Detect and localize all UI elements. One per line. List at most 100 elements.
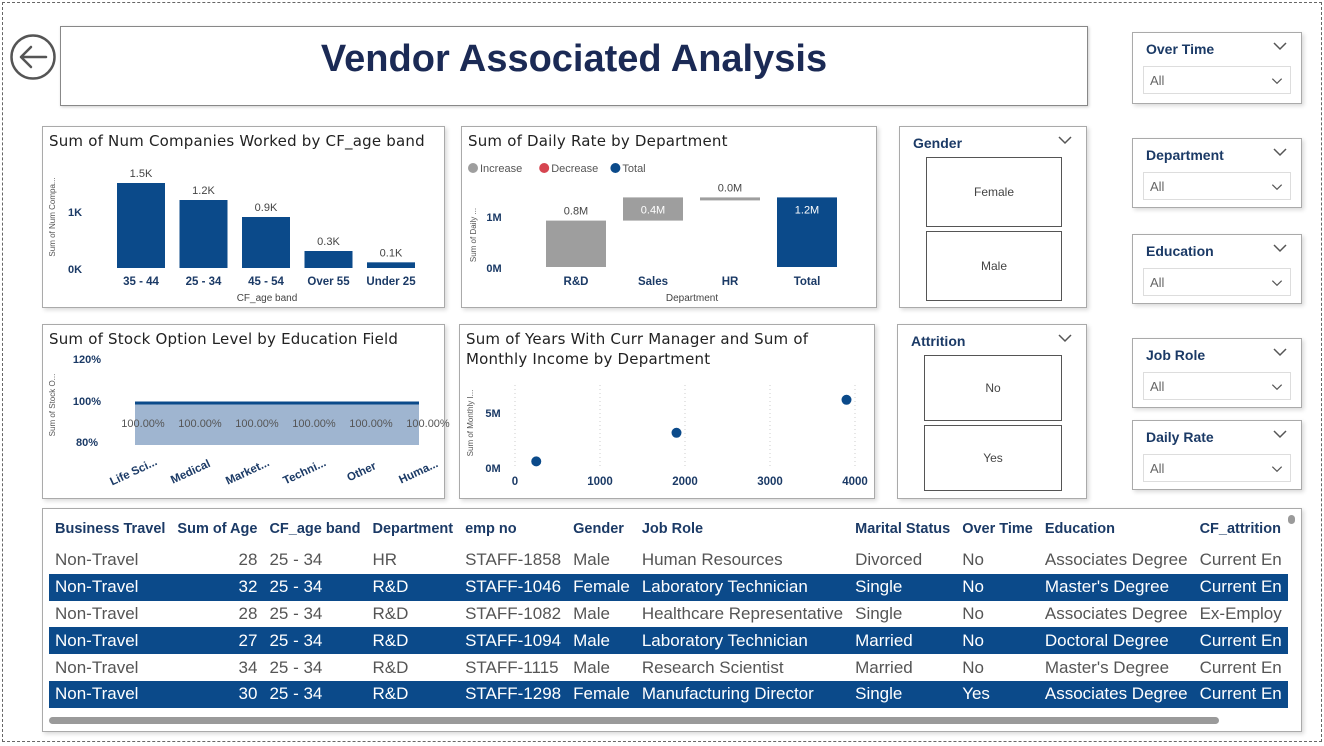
x-tick-label: 4000 <box>842 476 868 488</box>
data-label: 0.9K <box>255 202 278 214</box>
table-cell: HR <box>372 550 398 570</box>
x-tick-label: Market... <box>224 457 271 488</box>
bar <box>179 200 228 268</box>
x-tick-label: Other <box>345 460 378 484</box>
chevron-down-icon[interactable] <box>1271 425 1289 443</box>
column-header[interactable]: Gender <box>573 521 624 537</box>
table-cell: 25 - 34 <box>263 680 367 708</box>
data-label: 1.5K <box>130 168 153 180</box>
column-header[interactable]: Job Role <box>641 521 704 537</box>
column-header[interactable]: Sum of Age <box>177 521 258 537</box>
chart-num-companies[interactable]: Sum of Num Companies Worked by CF_age ba… <box>42 126 445 308</box>
chevron-down-icon[interactable] <box>1271 37 1289 55</box>
data-label: 0.8M <box>564 206 588 218</box>
chart-title: Sum of Years With Curr Manager and Sum o… <box>466 329 808 369</box>
gender-option-male[interactable]: Male <box>926 231 1062 301</box>
bar <box>304 251 353 268</box>
data-label: 100.00% <box>235 418 279 430</box>
table-cell: Male <box>567 627 636 655</box>
table-cell: Non-Travel <box>49 627 172 655</box>
table-cell: Current En <box>1193 680 1288 708</box>
slicer-job-role: Job Role All <box>1132 338 1302 408</box>
area-chart: Sum of Stock O...80%100%120%100.00%Life … <box>48 354 450 488</box>
table-cell: R&D <box>372 603 409 623</box>
table-cell: STAFF-1046 <box>459 573 568 601</box>
table-cell: Laboratory Technician <box>635 573 850 601</box>
chevron-down-icon[interactable] <box>1056 329 1074 347</box>
chart-title: Sum of Daily Rate by Department <box>468 132 728 150</box>
column-header[interactable]: Over Time <box>962 521 1033 537</box>
slicer-department: Department All <box>1132 138 1302 208</box>
chevron-down-icon[interactable] <box>1271 239 1289 257</box>
slicer-dropdown[interactable]: All <box>1143 268 1291 296</box>
y-tick-label: 0M <box>485 463 500 475</box>
x-tick-label: Life Sci... <box>108 456 159 488</box>
slicer-dropdown[interactable]: All <box>1143 172 1291 200</box>
slicer-dropdown[interactable]: All <box>1143 372 1291 400</box>
x-tick-label: 0 <box>512 476 518 488</box>
chart-title-line2: Monthly Income by Department <box>466 350 711 368</box>
column-header[interactable]: Marital Status <box>855 521 951 537</box>
data-label: 100.00% <box>406 418 450 430</box>
data-label: 100.00% <box>178 418 222 430</box>
chevron-down-icon[interactable] <box>1271 343 1289 361</box>
column-header[interactable]: Department <box>372 521 454 537</box>
table-cell: 25 - 34 <box>263 573 367 601</box>
column-header[interactable]: emp no <box>465 521 517 537</box>
slicer-daily-rate: Daily Rate All <box>1132 420 1302 490</box>
slicer-dropdown[interactable]: All <box>1143 66 1291 94</box>
y-axis-label: Sum of Stock O... <box>48 374 57 437</box>
chevron-down-icon[interactable] <box>1056 131 1074 149</box>
column-header[interactable]: Education <box>1044 521 1115 537</box>
back-arrow-icon[interactable] <box>9 33 57 81</box>
chevron-down-icon[interactable] <box>1271 143 1289 161</box>
slicer-title: Attrition <box>911 333 966 349</box>
table-cell: Divorced <box>855 550 923 570</box>
x-tick-label: 1000 <box>587 476 613 488</box>
attrition-option-no[interactable]: No <box>924 355 1062 421</box>
data-label: 100.00% <box>349 418 393 430</box>
y-axis-label: Sum of Num Compa... <box>48 177 57 256</box>
legend-marker <box>610 163 621 173</box>
table-cell: Human Resources <box>641 550 783 570</box>
table-cell: Master's Degree <box>1044 657 1170 677</box>
bar <box>777 197 837 267</box>
chart-daily-rate[interactable]: Sum of Daily Rate by Department Increase… <box>461 126 877 308</box>
table-cell: Associates Degree <box>1038 680 1194 708</box>
table-cell: 25 - 34 <box>269 657 323 677</box>
x-axis-label: CF_age band <box>237 293 298 304</box>
table-cell: Current En <box>1193 573 1288 601</box>
chart-years-income[interactable]: Sum of Years With Curr Manager and Sum o… <box>459 324 875 499</box>
chevron-down-icon <box>1271 78 1283 85</box>
y-axis-label: Sum of Daily ... <box>469 208 478 262</box>
chart-title: Sum of Num Companies Worked by CF_age ba… <box>49 132 425 150</box>
table-cell: Non-Travel <box>49 573 172 601</box>
table-cell: 25 - 34 <box>269 550 323 570</box>
vertical-scrollbar[interactable] <box>1288 515 1295 524</box>
scatter-point <box>671 427 682 438</box>
x-axis-label: Department <box>666 293 718 304</box>
y-tick-label: 100% <box>73 396 101 408</box>
scatter-point <box>841 394 852 405</box>
horizontal-scrollbar[interactable] <box>49 717 1219 724</box>
column-header[interactable]: CF_age band <box>269 521 361 537</box>
table-cell: Healthcare Representative <box>641 603 844 623</box>
y-tick-label: 5M <box>485 408 500 420</box>
table-cell: Manufacturing Director <box>635 680 850 708</box>
table-cell: No <box>962 603 984 623</box>
slicer-over-time: Over Time All <box>1132 32 1302 104</box>
chart-stock-option[interactable]: Sum of Stock Option Level by Education F… <box>42 324 450 499</box>
column-header[interactable]: CF_attrition <box>1199 521 1281 537</box>
table-cell: R&D <box>366 573 460 601</box>
attrition-option-yes[interactable]: Yes <box>924 425 1062 491</box>
table-cell: Current En <box>1199 657 1282 677</box>
column-header[interactable]: Business Travel <box>55 521 166 537</box>
slicer-dropdown[interactable]: All <box>1143 454 1291 482</box>
gender-option-female[interactable]: Female <box>926 157 1062 227</box>
